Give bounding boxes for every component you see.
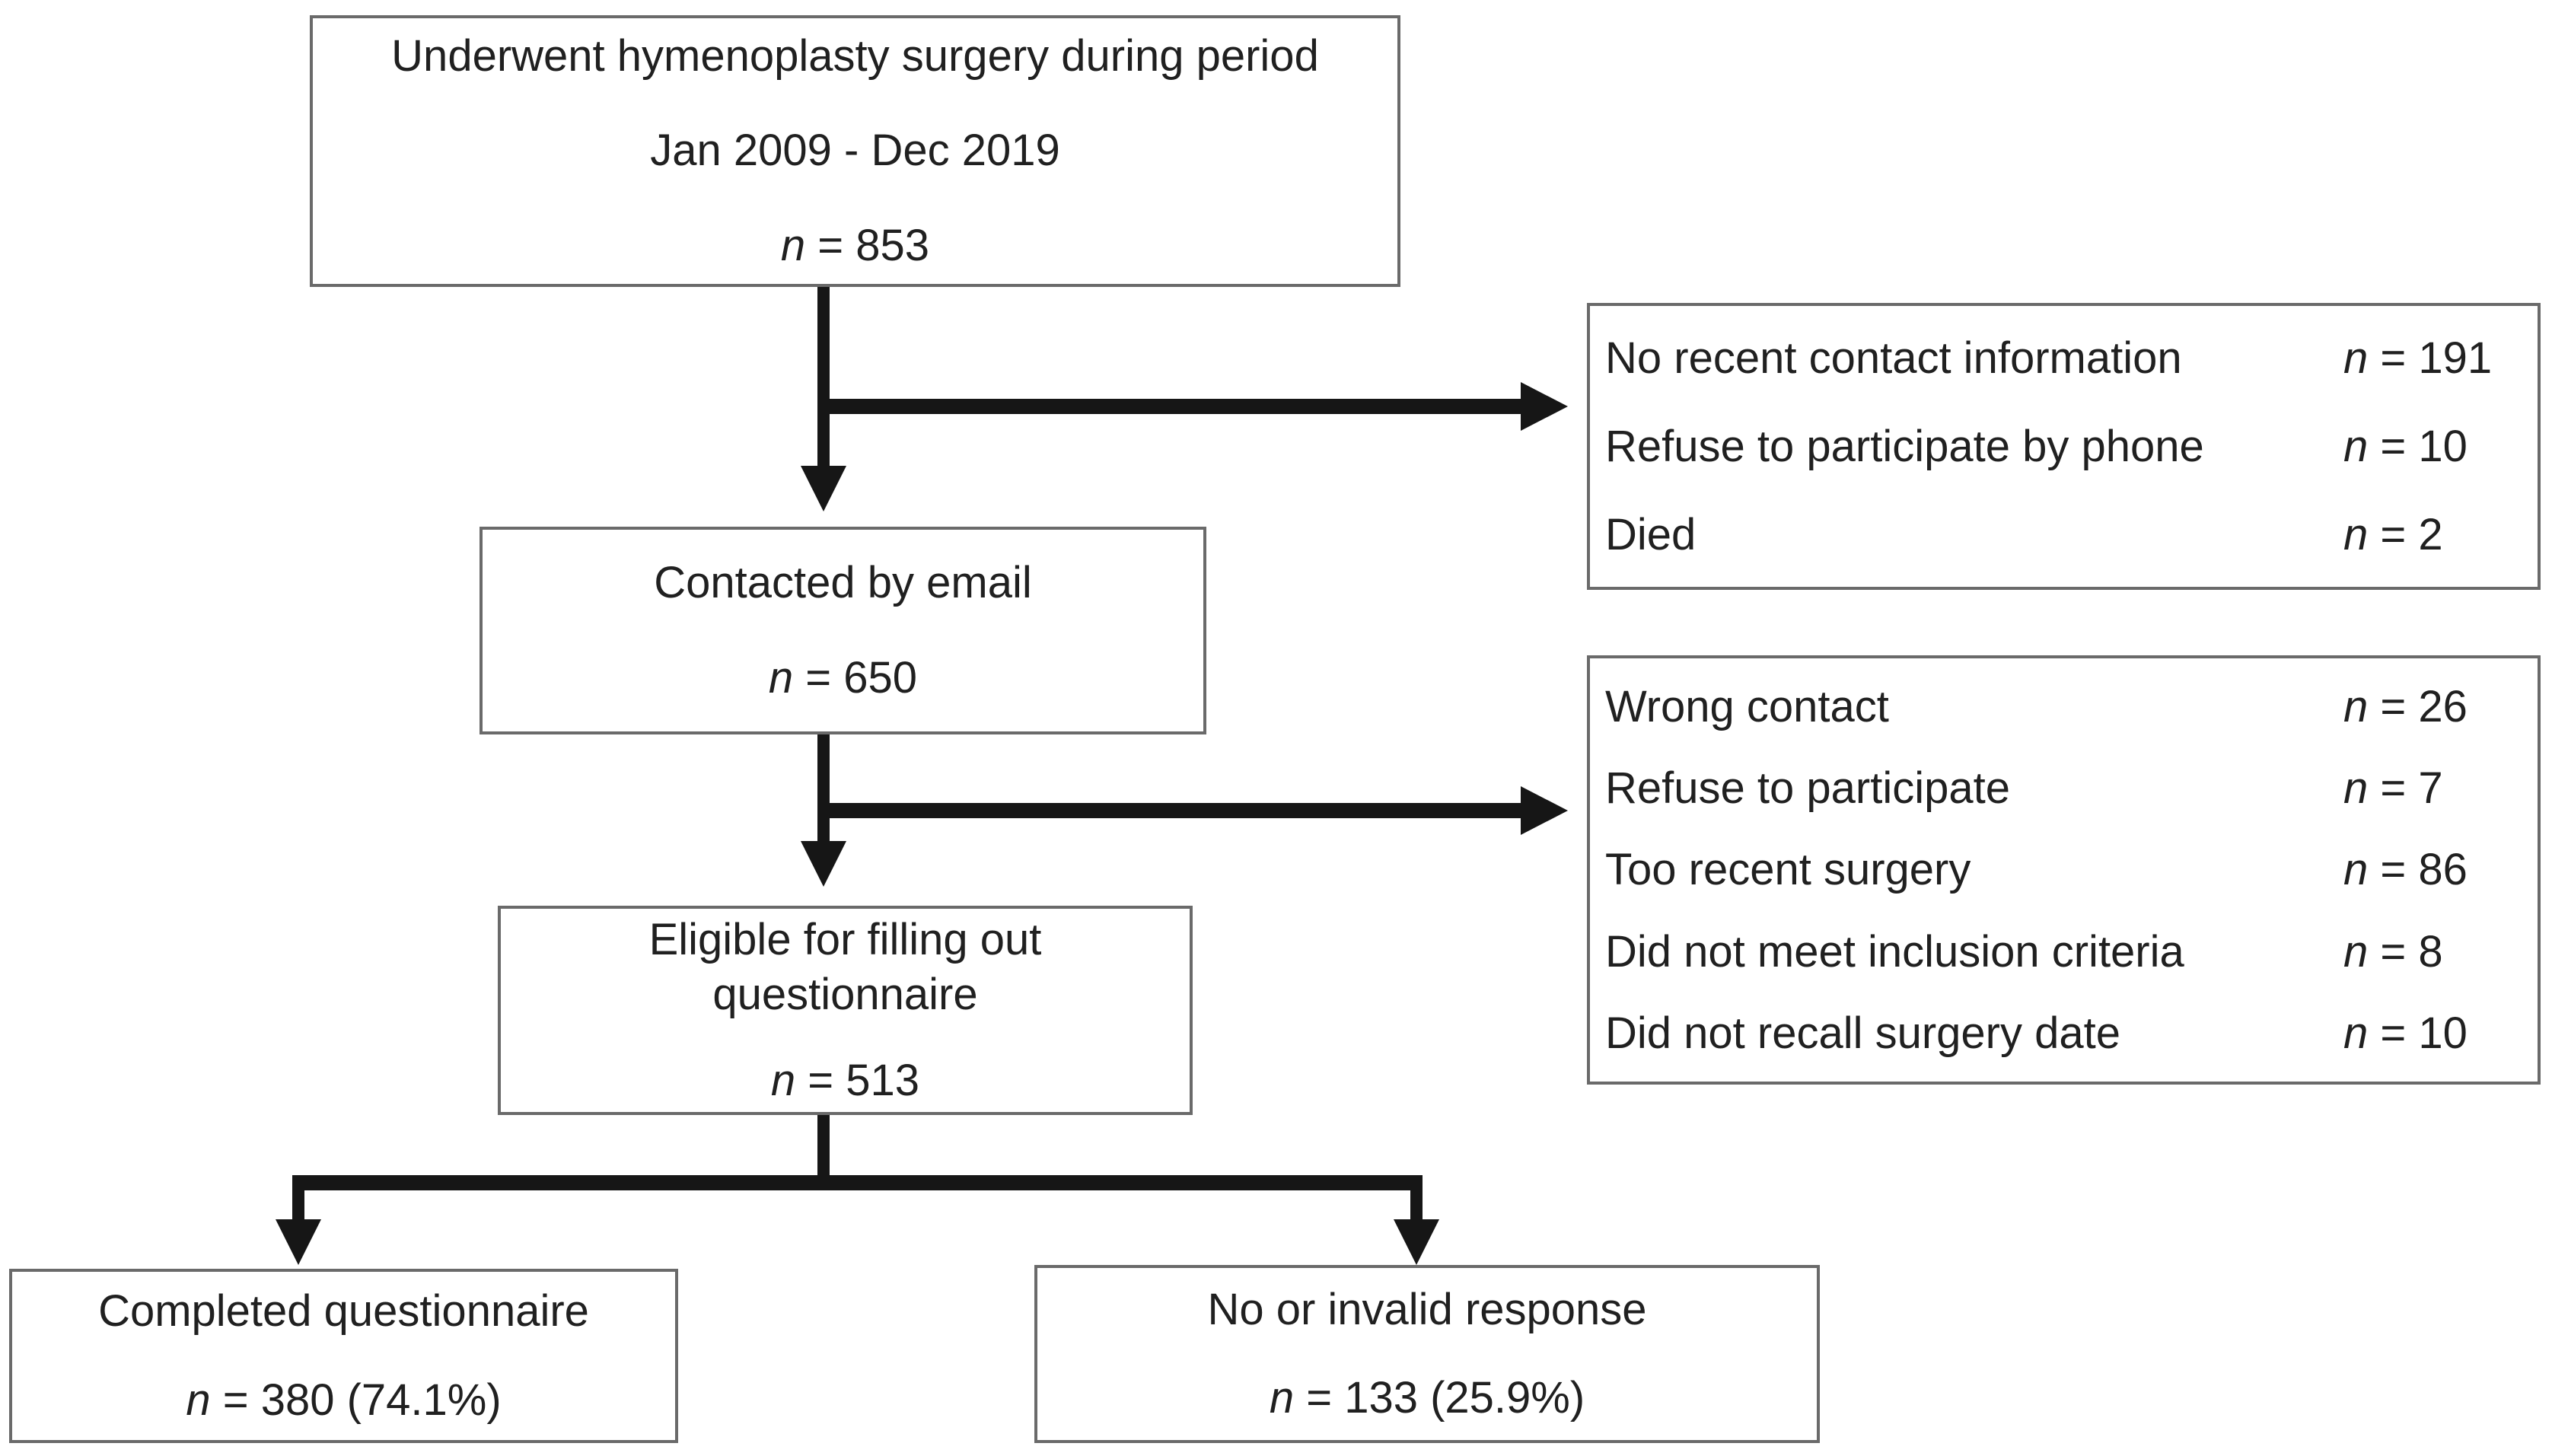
n-symbol: n [1269,1373,1295,1423]
connector-surgery-to-contacted [817,287,830,467]
arrowhead-down-completed [276,1219,321,1265]
no-response-title: No or invalid response [1207,1284,1647,1334]
n-symbol: n [780,220,806,270]
exclusion-label: Refuse to participate by phone [1605,421,2204,471]
surgery-title-line2: Jan 2009 - Dec 2019 [650,126,1060,176]
exclusion-n-value: n = 86 [2343,844,2499,895]
exclusion-label: Did not meet inclusion criteria [1605,926,2184,977]
exclusion-row: No recent contact information n = 191 [1605,333,2499,384]
connector-branch-to-email-exclusions [817,803,1521,818]
exclusion-n-value: n = 8 [2343,926,2499,977]
surgery-title-line1: Underwent hymenoplasty surgery during pe… [391,30,1319,81]
n-number: = 86 [2368,845,2468,895]
exclusion-row: Did not meet inclusion criteria n = 8 [1605,926,2499,977]
exclusion-row: Refuse to participate by phone n = 10 [1605,421,2499,472]
box-exclusions-email: Wrong contact n = 26 Refuse to participa… [1587,655,2541,1085]
n-number: = 2 [2368,510,2443,560]
exclusion-label: Too recent surgery [1605,845,1971,895]
eligible-title-line2: questionnaire [712,970,978,1020]
arrowhead-down-no-response [1394,1219,1439,1265]
n-symbol: n [768,652,794,703]
n-number: = 650 [793,652,918,703]
n-symbol: n [2343,421,2369,471]
n-number: = 7 [2368,763,2443,814]
connector-split-to-no-response [1410,1175,1423,1221]
exclusion-row: Too recent surgery n = 86 [1605,844,2499,895]
n-symbol: n [2343,1008,2369,1058]
n-number: = 133 (25.9%) [1294,1373,1585,1423]
no-response-n-value: n = 133 (25.9%) [1270,1371,1585,1426]
n-symbol: n [2343,510,2369,560]
arrowhead-down-contacted [801,466,846,511]
exclusion-n-value: n = 10 [2343,1008,2499,1059]
n-symbol: n [2343,845,2369,895]
exclusion-n-value: n = 26 [2343,681,2499,732]
n-number: = 191 [2368,333,2493,383]
connector-eligible-to-split [817,1115,830,1190]
n-number: = 10 [2368,421,2468,471]
n-number: = 10 [2368,1008,2468,1058]
n-number: = 853 [805,220,930,270]
box-eligible: Eligible for filling out questionnaire n… [498,906,1193,1115]
arrowhead-down-eligible [801,841,846,887]
n-number: = 380 (74.1%) [210,1375,502,1425]
exclusion-n-value: n = 191 [2343,333,2499,384]
exclusion-n-value: n = 2 [2343,509,2499,560]
eligible-title-line1: Eligible for filling out [648,914,1042,964]
box-no-response: No or invalid response n = 133 (25.9%) [1034,1265,1820,1443]
exclusion-label: Wrong contact [1605,682,1889,732]
connector-split-to-completed [292,1175,304,1221]
n-symbol: n [186,1375,211,1425]
exclusion-row: Did not recall surgery date n = 10 [1605,1008,2499,1059]
n-number: = 513 [795,1055,920,1105]
exclusion-row: Died n = 2 [1605,509,2499,560]
arrowhead-right-phone-exclusions [1521,382,1568,431]
exclusion-label: Died [1605,510,1697,560]
n-number: = 8 [2368,926,2443,977]
surgery-n-value: n = 853 [781,218,929,274]
connector-split-bar [292,1175,1423,1190]
n-symbol: n [2343,763,2369,814]
connector-branch-to-phone-exclusions [817,399,1521,414]
n-number: = 26 [2368,682,2468,732]
completed-title: Completed questionnaire [98,1286,589,1336]
box-surgery-total: Underwent hymenoplasty surgery during pe… [310,15,1400,287]
exclusion-row: Wrong contact n = 26 [1605,681,2499,732]
n-symbol: n [2343,333,2369,383]
arrowhead-right-email-exclusions [1521,786,1568,835]
exclusion-n-value: n = 7 [2343,763,2499,814]
contacted-title: Contacted by email [654,558,1032,607]
completed-n-value: n = 380 (74.1%) [186,1373,501,1429]
eligible-title: Eligible for filling out questionnaire [649,913,1042,1023]
n-symbol: n [2343,926,2369,977]
connector-contacted-to-eligible [817,734,830,843]
exclusion-row: Refuse to participate n = 7 [1605,763,2499,814]
exclusion-n-value: n = 10 [2343,421,2499,472]
exclusion-label: No recent contact information [1605,333,2182,383]
exclusion-label: Refuse to participate [1605,763,2010,814]
n-symbol: n [2343,682,2369,732]
contacted-n-value: n = 650 [769,651,917,706]
box-exclusions-phone: No recent contact information n = 191 Re… [1587,303,2541,590]
exclusion-label: Did not recall surgery date [1605,1008,2120,1058]
box-completed-questionnaire: Completed questionnaire n = 380 (74.1%) [9,1269,678,1443]
box-contacted-email: Contacted by email n = 650 [479,527,1206,734]
eligible-n-value: n = 513 [771,1053,919,1109]
n-symbol: n [770,1055,796,1105]
